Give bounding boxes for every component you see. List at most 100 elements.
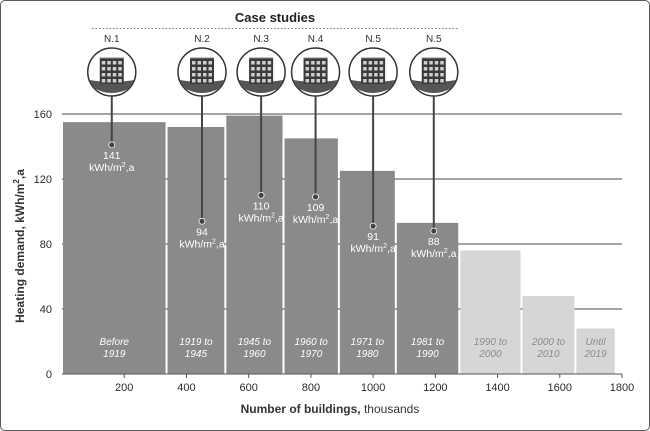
x-axis-title-main: Number of buildings, (241, 402, 361, 416)
bar-5 (339, 170, 395, 374)
value-number: 141 (103, 150, 121, 162)
period-label-line2: 1945 (185, 349, 208, 360)
building-photo-icon (351, 57, 396, 93)
value-unit-tail: ,a (387, 243, 396, 255)
value-unit: kWh/m (411, 248, 444, 260)
x-tick-label: 600 (239, 382, 257, 394)
value-unit-sup: 2 (122, 162, 126, 169)
value-unit-sup: 2 (212, 238, 216, 245)
bar-6 (396, 222, 459, 374)
building-photo-icon (411, 57, 456, 93)
case-study-label: N.5 (365, 34, 381, 45)
period-label-line2: 1970 (300, 349, 323, 360)
x-tick-label: 800 (302, 382, 320, 394)
y-axis-title: Heating demand, kWh/m2,a (12, 169, 27, 323)
value-marker-dot (430, 227, 438, 235)
period-label-line2: 2000 (478, 349, 502, 360)
value-marker-dot (198, 217, 206, 225)
y-axis-title-sup: 2 (12, 179, 21, 184)
period-label-line1: 1971 to (351, 337, 385, 348)
value-unit: kWh/m (238, 212, 271, 224)
value-unit-sup: 2 (271, 212, 275, 219)
x-tick-label: 400 (177, 382, 195, 394)
case-study-label: N.2 (194, 34, 210, 45)
value-unit-tail: ,a (448, 248, 457, 260)
case-study-label: N.1 (104, 34, 120, 45)
x-tick-label: 1200 (423, 382, 447, 394)
period-label-line1: 1981 to (411, 337, 445, 348)
bar-1 (63, 122, 166, 374)
y-tick-label: 0 (46, 369, 52, 381)
bar-9 (576, 328, 615, 374)
y-tick-label: 80 (40, 239, 52, 251)
y-axis-title-tail: ,a (13, 169, 27, 179)
value-unit: kWh/m (350, 243, 383, 255)
y-tick-label: 120 (34, 174, 52, 186)
period-label-line2: 2019 (583, 349, 607, 360)
value-unit: kWh/m (293, 214, 326, 226)
period-label-line2: 1980 (356, 349, 379, 360)
chart-title: Case studies (235, 10, 315, 25)
value-unit-sup: 2 (326, 214, 330, 221)
period-label-line1: 1960 to (295, 337, 329, 348)
x-tick-label: 1600 (548, 382, 572, 394)
building-photo-icon (89, 57, 134, 93)
period-label-line2: 1919 (103, 349, 126, 360)
y-tick-label: 40 (40, 304, 52, 316)
x-tick-label: 1400 (485, 382, 509, 394)
value-unit-sup: 2 (444, 248, 448, 255)
bars (63, 115, 615, 374)
x-tick-label: 1800 (610, 382, 634, 394)
case-study-label: N.5 (426, 34, 442, 45)
x-axis-title-unit: thousands (361, 402, 420, 416)
value-number: 110 (253, 200, 270, 212)
bar-8 (522, 296, 575, 374)
value-number: 91 (367, 231, 379, 243)
period-label-line1: Until (586, 337, 607, 348)
value-unit-tail: ,a (275, 212, 284, 224)
value-unit-tail: ,a (329, 214, 338, 226)
x-tick-label: 200 (115, 382, 133, 394)
bar-4 (284, 138, 338, 374)
y-axis-title-main: Heating demand, kWh/m (13, 184, 27, 323)
value-number: 94 (196, 226, 208, 238)
value-unit: kWh/m (89, 162, 122, 174)
value-unit: kWh/m (179, 238, 212, 250)
period-label-line1: 1945 to (238, 337, 272, 348)
value-number: 109 (307, 202, 325, 214)
case-study-label: N.4 (308, 34, 324, 45)
case-study-label: N.3 (253, 34, 269, 45)
bar-7 (460, 250, 521, 374)
bar-2 (167, 127, 225, 374)
period-label-line1: Before (100, 337, 130, 348)
building-photo-icon (239, 57, 284, 93)
value-marker-dot (369, 222, 377, 230)
value-unit-sup: 2 (383, 243, 387, 250)
period-label-line2: 1960 (243, 349, 266, 360)
value-marker-dot (312, 193, 319, 201)
value-unit-tail: ,a (126, 162, 135, 174)
period-label-line2: 1990 (416, 349, 439, 360)
building-photo-icon (293, 57, 338, 93)
